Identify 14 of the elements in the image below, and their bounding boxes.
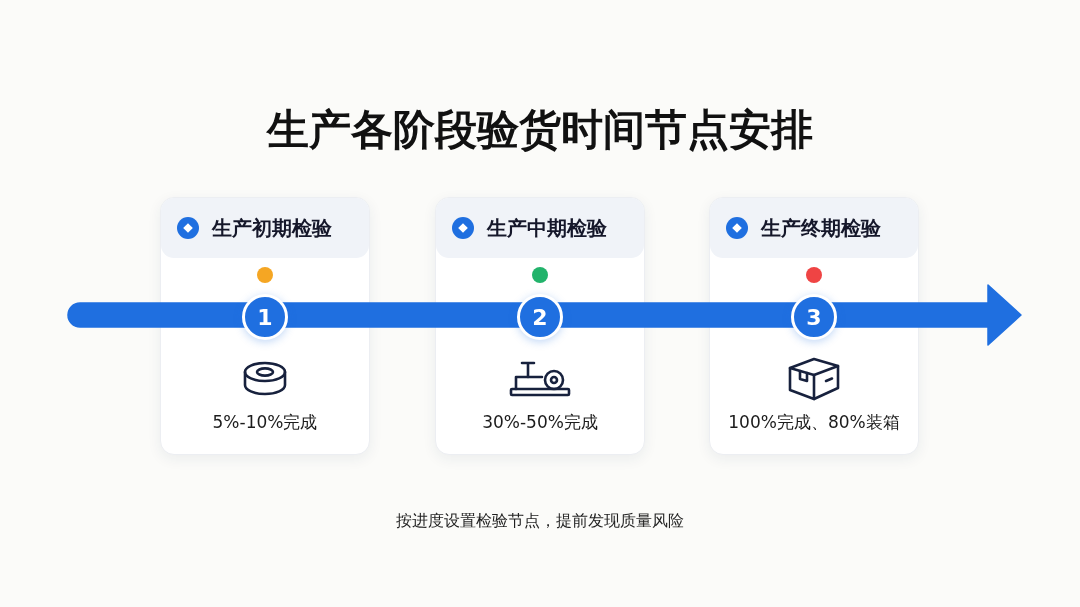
- stage-heading: 生产中期检验: [487, 215, 607, 241]
- stage-card: [435, 197, 645, 455]
- stage-progress-text: 100%完成、80%装箱: [728, 411, 900, 433]
- stage-card: [160, 197, 370, 455]
- step-number-circle: 1: [242, 294, 288, 340]
- step-number-circle: 3: [791, 294, 837, 340]
- title: 生产各阶段验货时间节点安排: [267, 104, 813, 156]
- stage-progress-text: 5%-10%完成: [212, 411, 318, 433]
- stage-heading: 生产初期检验: [212, 215, 332, 241]
- stage-progress-text: 30%-50%完成: [482, 411, 598, 433]
- stage-card: [709, 197, 919, 455]
- caption: 按进度设置检验节点，提前发现质量风险: [396, 510, 684, 532]
- step-number-circle: 2: [517, 294, 563, 340]
- stage-heading: 生产终期检验: [761, 215, 881, 241]
